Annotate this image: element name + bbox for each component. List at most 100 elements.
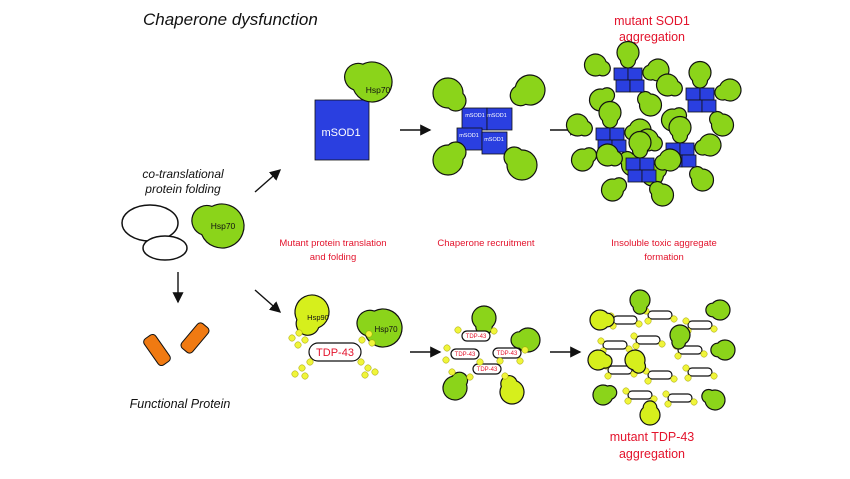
msod1-block [627,67,643,81]
msod1-block [595,127,611,141]
chaperone-icon [499,374,525,405]
chaperone-icon [655,73,683,97]
ubiquitin-icon [365,330,373,338]
ubiquitin-icon [674,352,682,360]
chaperone-icon [688,60,712,89]
cluster-msod1-label: mSOD1 [465,113,485,119]
tdp43-capsule [308,342,362,362]
tdp43-capsule [635,335,661,345]
msod1-block [613,67,629,81]
chaperone-icon [595,143,623,167]
ubiquitin-icon [710,372,718,380]
ubiquitin-icon [448,368,456,376]
tdp43-label: TDP-43 [316,347,354,359]
tdp43-capsule [647,310,673,320]
chaperone-icon [583,53,611,77]
stage-translation-line1: Mutant protein translation [279,238,386,249]
chaperone-icon [694,133,722,157]
ubiquitin-icon [496,357,504,365]
tdp43-capsule [687,320,713,330]
chaperone-icon [710,339,736,361]
msod1-block [687,99,703,113]
tdp43-capsule [647,370,673,380]
folding-label-line2: protein folding [144,182,221,196]
ubiquitin-icon [358,336,366,344]
msod1-block [481,131,508,155]
ubiquitin-icon [454,326,462,334]
hsp70-icon [356,308,403,348]
chaperone-icon [701,388,726,411]
ubiquitin-icon [516,357,524,365]
stage-translation-line2: and folding [310,252,356,263]
ubiquitin-icon [443,344,451,352]
chaperone-icon [565,113,593,137]
cluster-msod1-label: mSOD1 [487,113,507,119]
tdp43-capsule [461,330,491,342]
stage-aggregate-line2: formation [644,252,684,263]
msod1-block [641,169,657,183]
ubiquitin-icon [682,317,690,325]
ubiquitin-icon [670,315,678,323]
tdp43-capsule [450,348,480,360]
msod1-block [615,79,631,93]
msod1-block [679,142,695,156]
sod1-heading-line2: aggregation [619,30,685,44]
msod1-block [629,79,645,93]
ubiquitin-icon [682,364,690,372]
ubiquitin-icon [501,372,509,380]
ubiquitin-icon [662,390,670,398]
msod1-block [639,157,655,171]
chaperone-icon [714,78,742,102]
ubiquitin-icon [466,373,474,381]
ubiquitin-icon [291,370,299,378]
arrows [172,124,582,358]
ubiquitin-icon [664,400,672,408]
msod1-block [625,157,641,171]
ubiquitin-icon [442,356,450,364]
ubiquitin-icon [690,398,698,406]
arrow-to-sod1 [254,169,282,193]
msod1-block [486,107,513,131]
ubiquitin-icon [684,374,692,382]
ubiquitin-icon [288,334,296,342]
msod1-label: mSOD1 [321,127,360,139]
tdp43-heading-line1: mutant TDP-43 [610,430,695,444]
folding-label-line1: co-translational [142,167,224,181]
ubiquitin-icon [306,358,314,366]
ubiquitin-icon [490,327,498,335]
chaperone-icon [600,177,628,202]
chaperone-icon [432,141,467,176]
tdp43-capsule [677,345,703,355]
ubiquitin-icon [295,329,303,337]
chaperone-icon [509,74,546,107]
hsp70-label-tdp43: Hsp70 [374,325,398,334]
tdp43-capsule [627,390,653,400]
chaperone-icon [616,40,640,69]
msod1-block [681,154,697,168]
ubiquitin-icon [700,350,708,358]
ubiquitin-icon [521,346,529,354]
stage-recruitment: Chaperone recruitment [437,238,535,249]
ubiquitin-icon [644,317,652,325]
tdp43-capsule [492,347,522,359]
chaperone-icon [654,148,682,172]
ubiquitin-icon [301,336,309,344]
stage-aggregate-line1: Insoluble toxic aggregate [611,238,717,249]
tdp43-capsule [602,340,628,350]
chaperone-icon [598,100,622,129]
diagram-title: Chaperone dysfunction [143,10,318,29]
chaperone-icon [592,384,618,406]
chaperone-icon [668,115,692,144]
functional-protein-label: Functional Protein [130,397,231,411]
chaperone-icon [432,77,467,112]
chaperone-icon [510,327,541,353]
helix-icon [143,333,171,367]
chaperone-icon [589,309,615,331]
chaperone-icon [629,289,651,315]
ubiquitin-icon [635,320,643,328]
hsp70-icon [344,61,393,103]
cluster-tdp43-label: TDP-43 [477,367,498,373]
tdp43-capsule [687,367,713,377]
ubiquitin-icon [624,397,632,405]
